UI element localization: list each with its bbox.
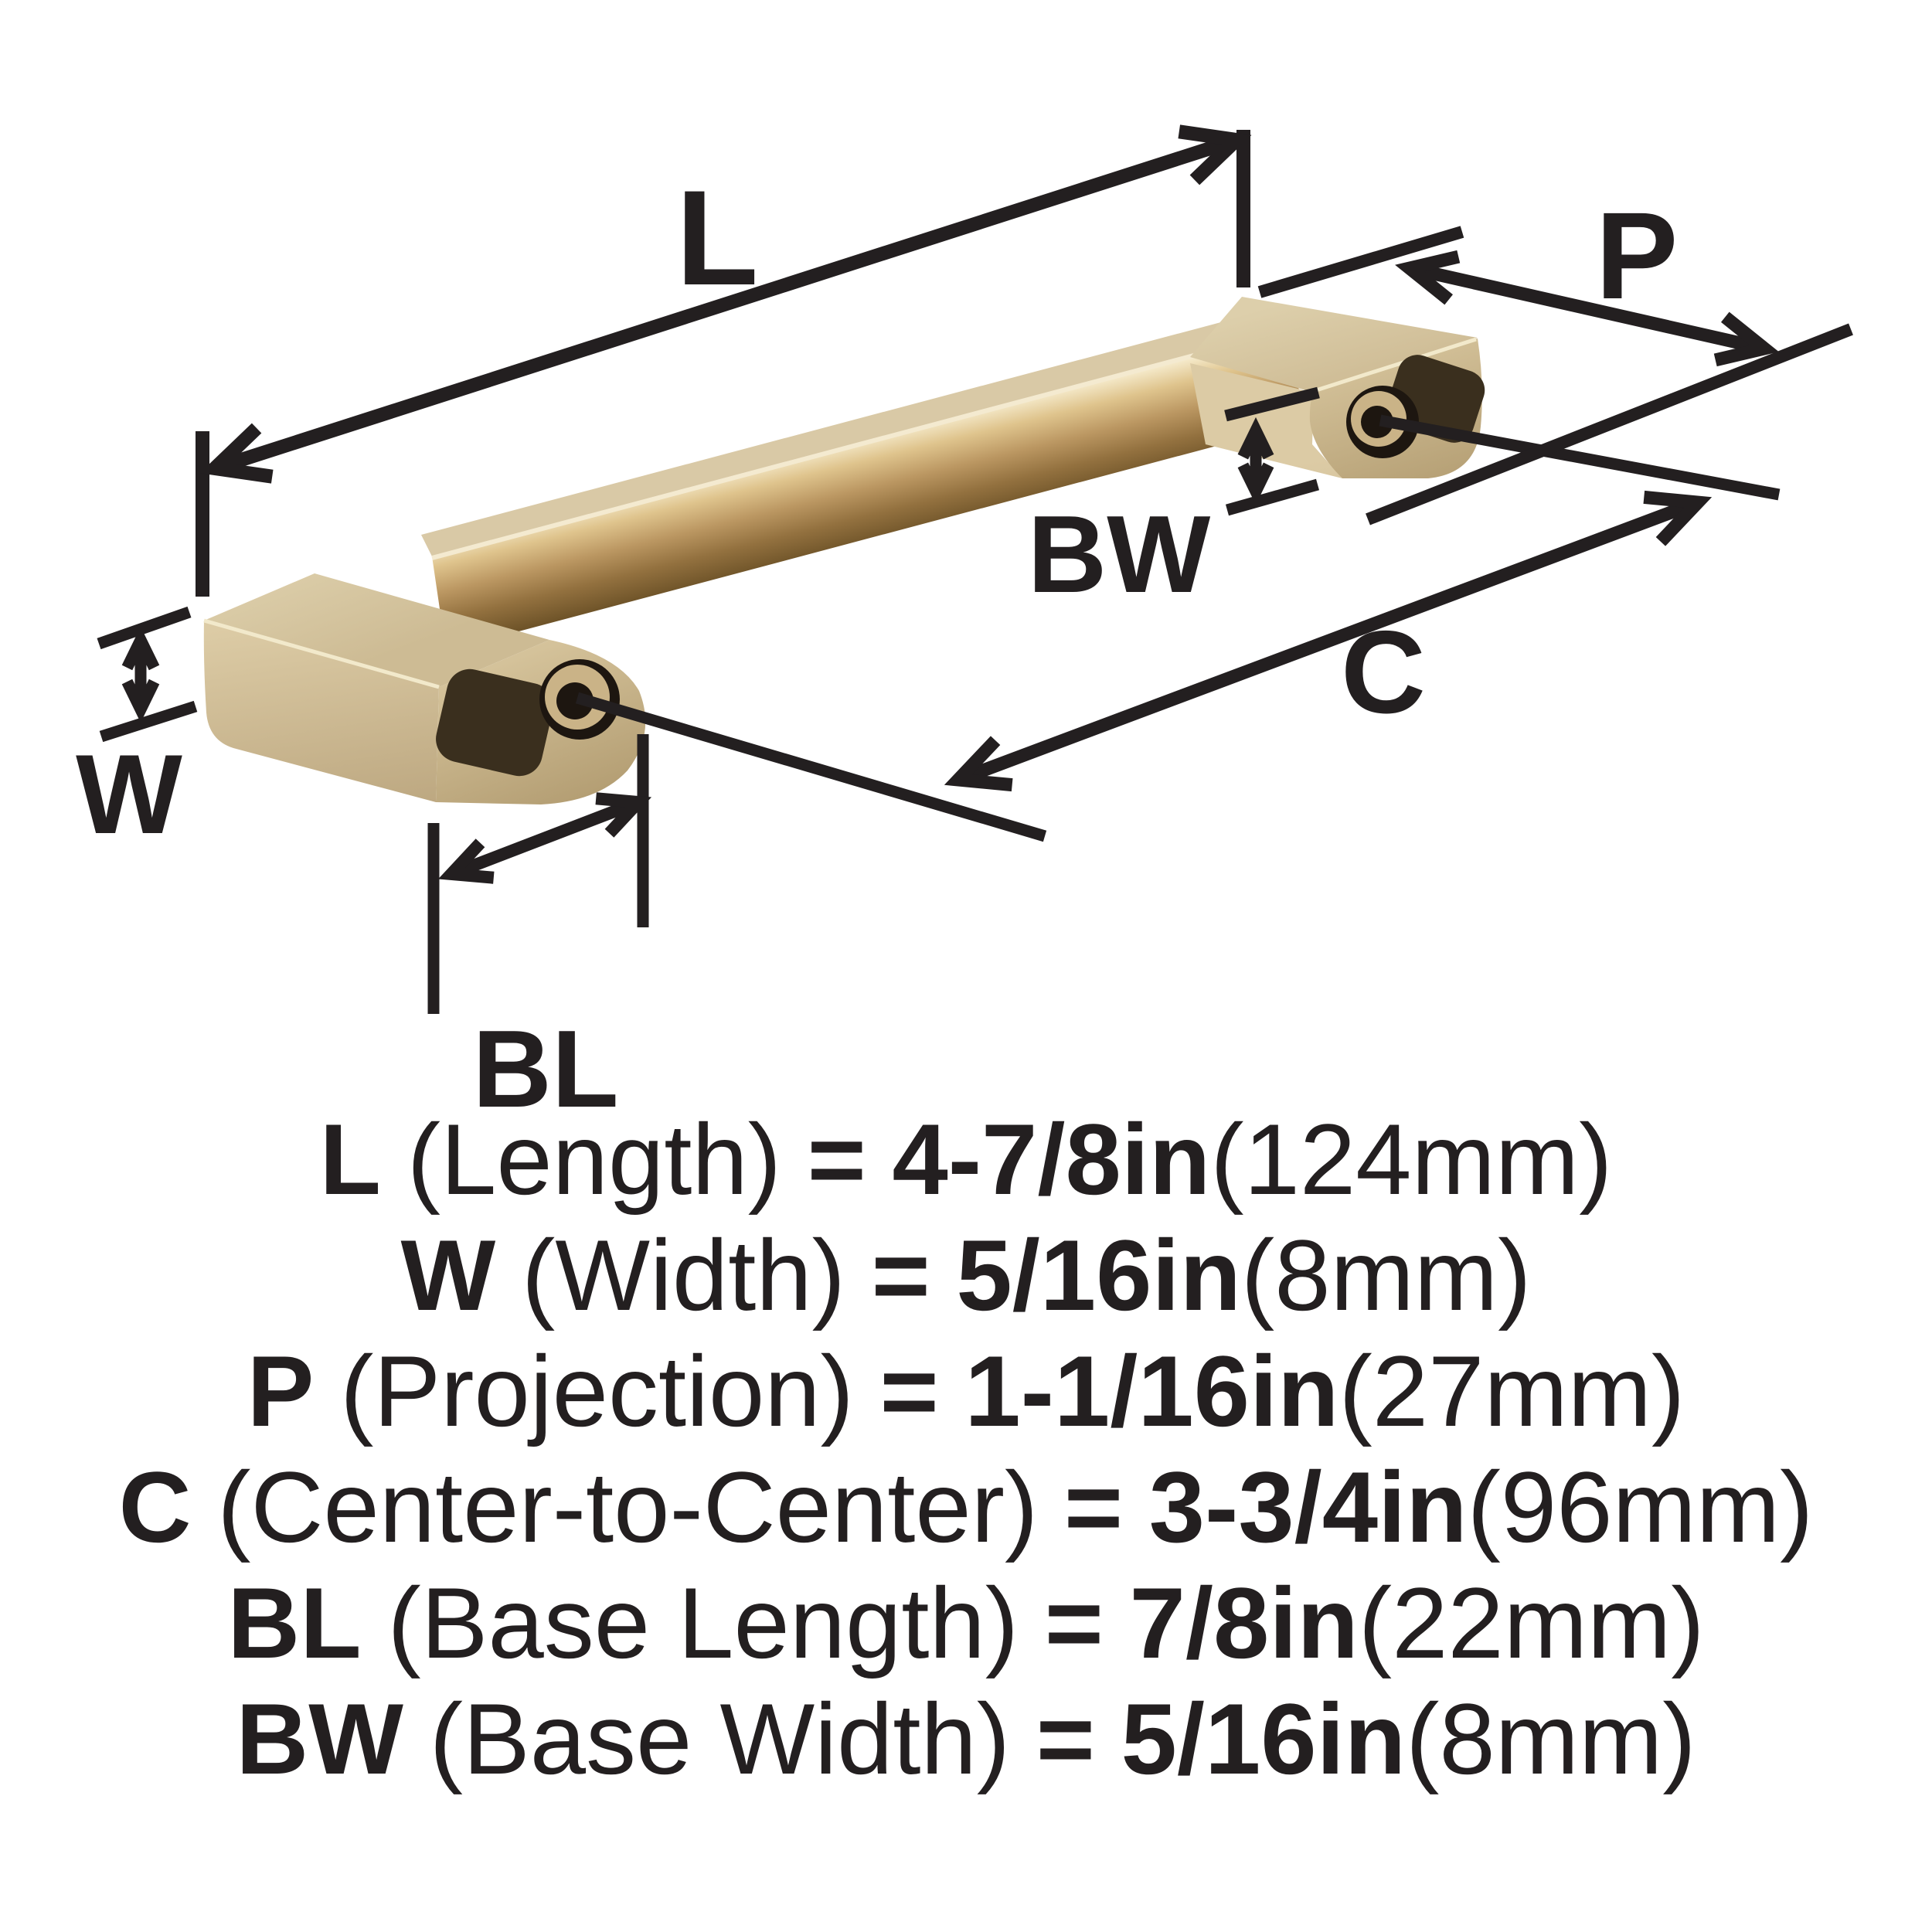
spec-value-inches: 4-7/8in bbox=[892, 1103, 1211, 1216]
spec-value-mm: (27mm) bbox=[1338, 1335, 1685, 1447]
arrow-part bbox=[1713, 311, 1779, 367]
spec-name: (Base Length) bbox=[387, 1566, 1019, 1679]
screw-hole-right bbox=[1361, 406, 1393, 438]
dim-tick-w-upper bbox=[97, 606, 192, 650]
spec-line-width: W (Width) = 5/16in (8mm) bbox=[0, 1217, 1932, 1333]
dim-tick-bw-upper bbox=[1224, 386, 1320, 422]
spec-value-mm: (8mm) bbox=[1406, 1682, 1696, 1795]
arrow-part bbox=[1643, 490, 1713, 546]
arrow-part bbox=[213, 133, 1239, 475]
arrow-part bbox=[121, 679, 160, 723]
screw-hole-left bbox=[556, 682, 594, 719]
spec-name: (Base Width) bbox=[429, 1682, 1011, 1795]
spec-value-mm: (22mm) bbox=[1358, 1566, 1705, 1679]
spec-equals: = bbox=[1064, 1451, 1123, 1563]
arrow-part bbox=[1237, 462, 1274, 505]
spec-name: (Length) bbox=[406, 1103, 781, 1216]
screw-axis-line-right bbox=[1379, 414, 1781, 501]
left-base bbox=[203, 573, 646, 804]
dim-tick-w-lower bbox=[99, 700, 198, 743]
right-base-top-edge-highlight bbox=[1313, 337, 1477, 393]
arrow-part bbox=[199, 423, 274, 484]
dim-arrow-base-length bbox=[437, 792, 652, 884]
spec-value-inches: 5/16in bbox=[1121, 1682, 1406, 1795]
dim-tick-bw-lower bbox=[1225, 478, 1320, 516]
arrow-part bbox=[1237, 417, 1274, 460]
dim-label-length: L bbox=[676, 163, 759, 314]
spec-name: (Center-to-Center) bbox=[217, 1451, 1039, 1563]
arrow-part bbox=[449, 796, 641, 880]
spec-symbol: L bbox=[319, 1103, 381, 1216]
spec-value-mm: (96mm) bbox=[1467, 1451, 1814, 1563]
arrow-part bbox=[1178, 124, 1252, 185]
spec-text-block: L (Length) = 4-7/8in (124mm) W (Width) =… bbox=[0, 1101, 1932, 1797]
right-base-top-face bbox=[1190, 297, 1478, 393]
left-base-top-face bbox=[204, 573, 549, 687]
screw-axis-line-left bbox=[575, 692, 1047, 842]
dim-arrow-projection bbox=[1395, 250, 1779, 367]
spec-value-mm: (8mm) bbox=[1240, 1219, 1532, 1332]
arrow-part bbox=[944, 736, 1013, 792]
left-base-top-edge-highlight bbox=[203, 618, 440, 689]
handle-bar bbox=[421, 307, 1304, 651]
spec-symbol: BW bbox=[236, 1682, 403, 1795]
spec-equals: = bbox=[807, 1103, 866, 1216]
dim-witness-p-front bbox=[1257, 226, 1464, 298]
bar-top-edge-highlight bbox=[431, 328, 1291, 560]
dim-arrow-base-width bbox=[1237, 417, 1274, 505]
bar-top-face bbox=[421, 307, 1290, 556]
dim-label-base-length: BL bbox=[472, 1008, 618, 1131]
spec-symbol: P bbox=[247, 1335, 315, 1447]
dim-arrow-width bbox=[121, 626, 160, 723]
spec-line-base-length: BL (Base Length) = 7/8in (22mm) bbox=[0, 1565, 1932, 1681]
spec-value-inches: 1-1/16in bbox=[964, 1335, 1339, 1447]
dim-label-projection: P bbox=[1596, 186, 1679, 325]
spec-line-projection: P (Projection) = 1-1/16in (27mm) bbox=[0, 1333, 1932, 1449]
right-base bbox=[1190, 297, 1485, 478]
spec-line-length: L (Length) = 4-7/8in (124mm) bbox=[0, 1101, 1932, 1217]
spec-line-center-to-center: C (Center-to-Center) = 3-3/4in (96mm) bbox=[0, 1449, 1932, 1565]
arrow-part bbox=[437, 838, 495, 884]
arrow-part bbox=[1395, 250, 1461, 305]
bar-front-face bbox=[432, 328, 1304, 651]
left-base-recess bbox=[436, 668, 553, 777]
spec-symbol: BL bbox=[227, 1566, 362, 1679]
left-base-front-face bbox=[203, 621, 439, 802]
spec-equals: = bbox=[1044, 1566, 1104, 1679]
dim-label-width: W bbox=[76, 731, 182, 857]
dim-arrow-center-to-center bbox=[944, 490, 1713, 792]
arrow-part bbox=[121, 626, 160, 671]
spec-symbol: W bbox=[400, 1219, 496, 1332]
spec-value-inches: 3-3/4in bbox=[1148, 1451, 1468, 1563]
spec-value-inches: 5/16in bbox=[956, 1219, 1241, 1332]
spec-name: (Projection) bbox=[340, 1335, 854, 1447]
spec-line-base-width: BW (Base Width) = 5/16in (8mm) bbox=[0, 1681, 1932, 1797]
spec-value-inches: 7/8in bbox=[1129, 1566, 1359, 1679]
dim-witness-p-back bbox=[1366, 323, 1853, 526]
dim-label-base-width: BW bbox=[1028, 493, 1211, 616]
spec-value-mm: (124mm) bbox=[1210, 1103, 1613, 1216]
dim-arrow-length bbox=[199, 124, 1252, 484]
dim-label-center-to-center: C bbox=[1341, 607, 1426, 738]
arrow-part bbox=[956, 496, 1700, 786]
spec-equals: = bbox=[879, 1335, 939, 1447]
spec-name: (Width) bbox=[522, 1219, 845, 1332]
spec-equals: = bbox=[1036, 1682, 1095, 1795]
arrow-part bbox=[1408, 261, 1766, 355]
arrow-part bbox=[595, 792, 652, 838]
spec-equals: = bbox=[871, 1219, 930, 1332]
spec-symbol: C bbox=[118, 1451, 192, 1563]
